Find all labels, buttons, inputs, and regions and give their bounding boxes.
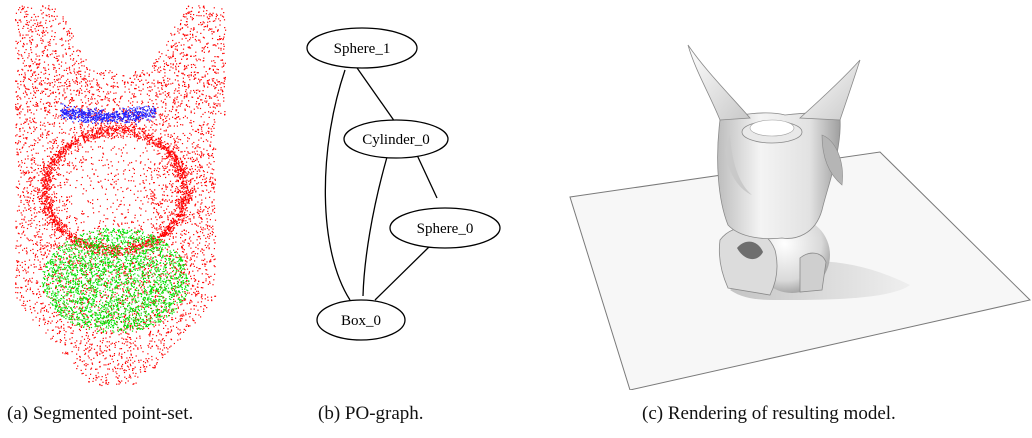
- node-sphere-0: Sphere_0: [389, 207, 501, 249]
- edge-cylinder0-box0: [362, 156, 388, 297]
- caption-c: (c) Rendering of resulting model.: [642, 403, 896, 424]
- segmented-point-set-image: [0, 0, 230, 390]
- caption-a: (a) Segmented point-set.: [7, 403, 194, 424]
- left-side-shade: [725, 135, 752, 195]
- front-right-leg: [799, 252, 827, 293]
- model-render-svg: [569, 44, 1032, 391]
- right-side-notch: [821, 134, 843, 186]
- node-label: Sphere_0: [417, 221, 474, 237]
- point-cloud: [15, 5, 227, 387]
- node-cylinder-0: Cylinder_0: [343, 119, 449, 159]
- edge-sphere1-box0: [324, 69, 351, 301]
- node-label: Box_0: [341, 313, 381, 329]
- cylinder-cap: [749, 119, 795, 137]
- rendered-model-image: [560, 0, 1032, 391]
- po-graph: Sphere_1 Cylinder_0 Sphere_0 Box_0: [290, 0, 520, 390]
- node-box-0: Box_0: [316, 299, 406, 341]
- leg-opening: [737, 241, 763, 260]
- edge-cylinder0-sphere0: [416, 154, 438, 199]
- node-label: Cylinder_0: [362, 132, 430, 148]
- edge-sphere1-cylinder0: [354, 64, 396, 123]
- model-body: [717, 112, 841, 240]
- node-sphere-1: Sphere_1: [306, 27, 418, 69]
- edge-sphere0-box0: [374, 245, 431, 301]
- horn-right: [799, 59, 861, 121]
- horn-left: [687, 44, 751, 121]
- po-graph-svg: Sphere_1 Cylinder_0 Sphere_0 Box_0: [306, 27, 501, 341]
- node-label: Sphere_1: [334, 41, 391, 57]
- caption-b: (b) PO-graph.: [318, 403, 424, 424]
